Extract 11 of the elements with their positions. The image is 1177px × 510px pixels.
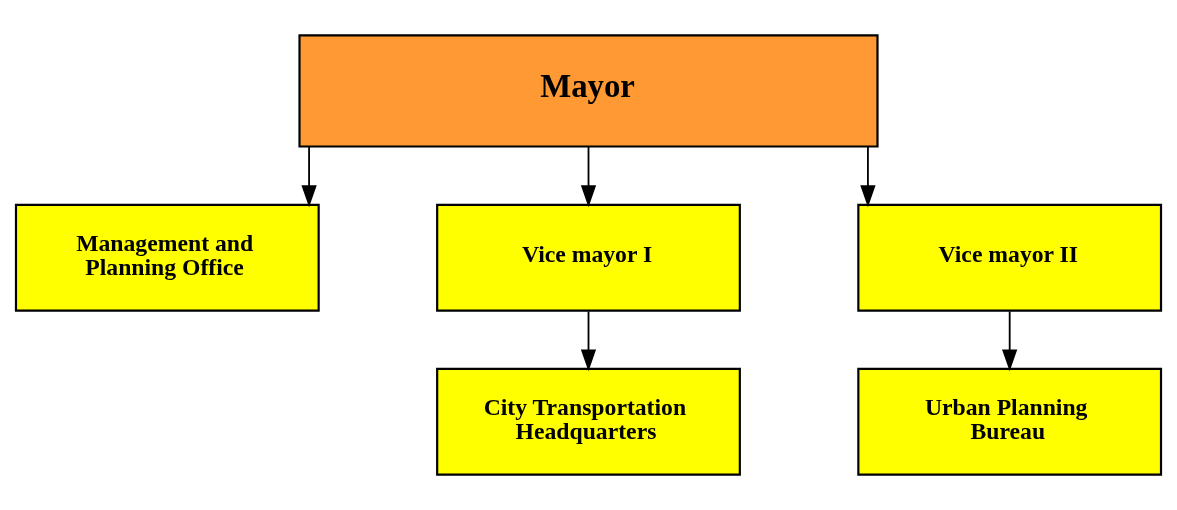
arrow — [580, 146, 597, 208]
node-box: City Transportation Headquarters — [436, 367, 741, 476]
arrow — [301, 146, 317, 208]
arrow — [860, 146, 876, 208]
node-box: Urban Planning Bureau — [857, 367, 1163, 476]
node-box: Management and Planning Office — [14, 203, 320, 312]
arrow — [1002, 310, 1018, 372]
node-box: Vice mayor II — [857, 203, 1163, 312]
arrow — [580, 310, 597, 372]
node-box: Mayor — [298, 34, 879, 148]
node-box: Vice mayor I — [436, 203, 741, 312]
